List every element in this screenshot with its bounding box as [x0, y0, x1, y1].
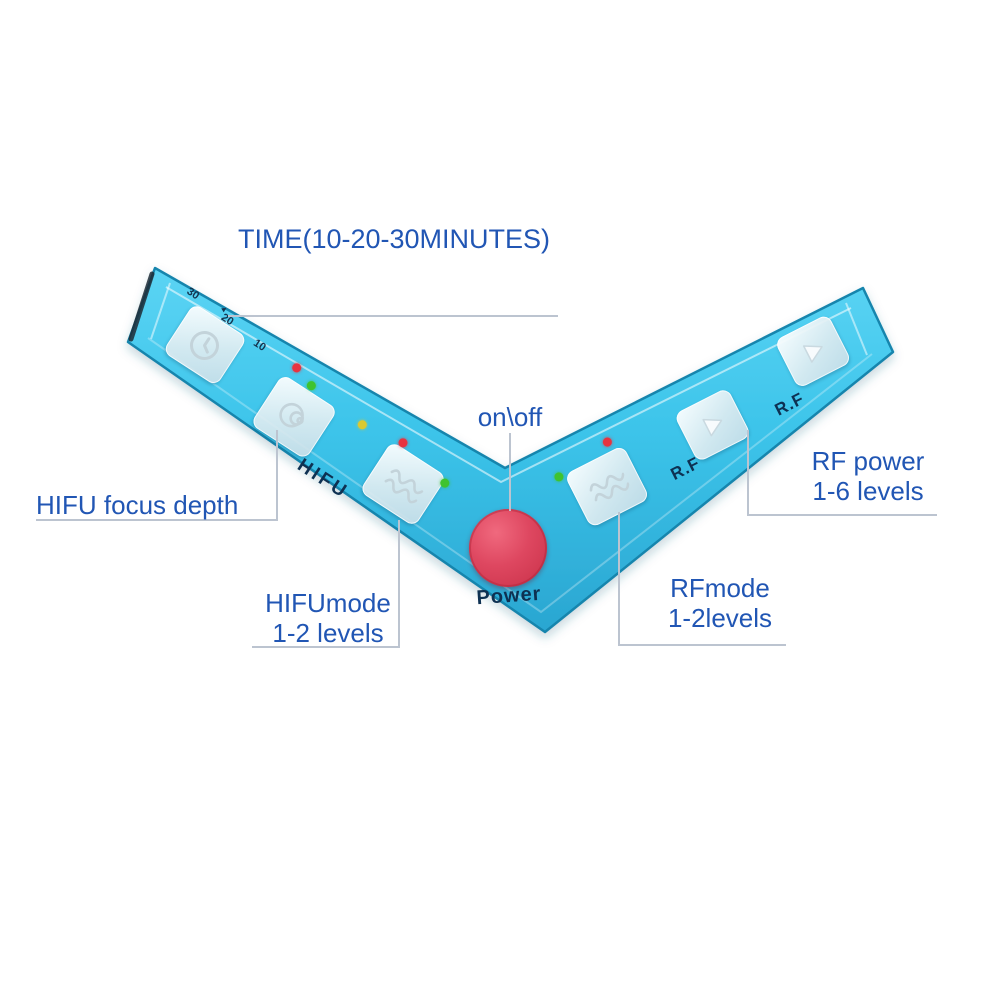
on-off-pointer-line	[509, 433, 511, 511]
hifu-mode-pointer-line	[398, 520, 400, 648]
rf-mode-pointer-line	[618, 644, 786, 646]
rf-mode-annotation-line2: 1-2levels	[667, 603, 773, 633]
panel-left-arm: 30 ▲ 20 10	[87, 266, 502, 592]
hifu-focus-pointer-line	[36, 519, 278, 521]
rf-power-annotation-line2: 1-6 levels	[812, 476, 924, 506]
triangle-arrow-icon	[694, 406, 732, 444]
rf-mode-button[interactable]	[564, 444, 651, 529]
rf-mode-pointer-line	[618, 512, 620, 646]
panel-left-tip-groove	[150, 282, 171, 340]
panel-tip-dark-edge	[128, 271, 155, 342]
power-button[interactable]	[469, 509, 547, 587]
hifu-focus-depth-button[interactable]	[250, 373, 339, 460]
focus-depth-icon	[265, 388, 324, 446]
led-red	[290, 361, 303, 375]
rf-panel-label: R.F	[771, 388, 808, 420]
timer-button[interactable]	[162, 302, 248, 387]
led-yellow	[356, 418, 369, 431]
hifu-mode-button[interactable]	[359, 440, 448, 528]
rf-power-pointer-line	[747, 430, 749, 516]
clock-icon	[177, 317, 232, 372]
panel-top-highlight-line	[165, 286, 852, 484]
wave-icon	[580, 461, 634, 512]
panel-right-tip-groove	[845, 302, 868, 356]
led-red	[601, 436, 614, 449]
rf-power-button-1[interactable]	[673, 387, 752, 463]
wave-icon	[376, 457, 431, 510]
triangle-arrow-icon	[794, 332, 832, 370]
hifu-mode-annotation: HIFUmode 1-2 levels	[248, 588, 408, 648]
hifu-mode-annotation-line2: 1-2 levels	[272, 618, 384, 648]
rf-mode-annotation-line1: RFmode	[670, 573, 770, 603]
on-off-annotation: on\off	[477, 402, 543, 432]
rf-power-annotation: RF power 1-6 levels	[798, 446, 938, 506]
rf-power-button-2[interactable]	[774, 313, 853, 389]
hifu-mode-pointer-line	[252, 646, 400, 648]
hifu-focus-annotation: HIFU focus depth	[36, 490, 239, 520]
panel-right-arm: R.F R.F	[492, 284, 910, 573]
rf-power-pointer-line	[747, 514, 937, 516]
time-pointer-line	[228, 315, 558, 317]
led-green	[552, 470, 565, 483]
hifu-focus-pointer-line	[276, 430, 278, 520]
rf-power-annotation-line1: RF power	[811, 446, 925, 476]
time-annotation: TIME(10-20-30MINUTES)	[237, 224, 551, 254]
rf-mode-annotation: RFmode 1-2levels	[645, 573, 795, 633]
hifu-mode-annotation-line1: HIFUmode	[265, 588, 391, 618]
